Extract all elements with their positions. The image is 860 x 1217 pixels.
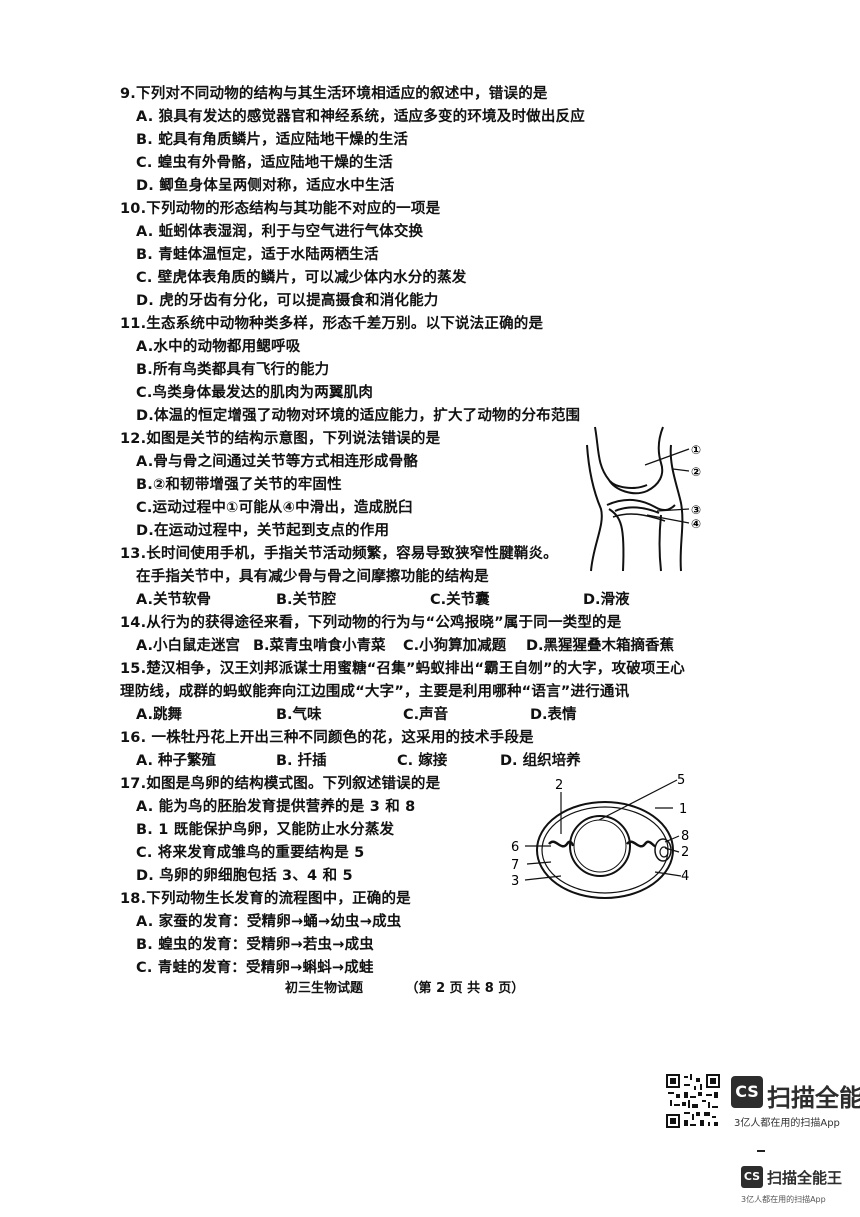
question-14-option-b: B.菜青虫啃食小青菜 xyxy=(253,638,386,654)
question-9-option-c: C. 蝗虫有外骨骼，适应陆地干燥的生活 xyxy=(136,155,393,171)
question-13-option-a: A.关节软骨 xyxy=(136,592,211,608)
question-15-option-c: C.声音 xyxy=(403,707,449,723)
question-12-option-b: B.②和韧带增强了关节的牢固性 xyxy=(136,477,342,493)
scanner-name-small: 扫描全能王 xyxy=(767,1169,843,1187)
camscanner-logo-small-icon: CS xyxy=(741,1166,763,1188)
question-16-stem: 16. 一株牡丹花上开出三种不同颜色的花，这采用的技术手段是 xyxy=(120,730,534,746)
egg-label-6: 6 xyxy=(511,840,519,855)
joint-diagram: ① ② ③ ④ xyxy=(586,426,701,572)
egg-label-2-top: 2 xyxy=(555,778,563,793)
egg-label-3: 3 xyxy=(511,874,519,889)
camscanner-logo-icon: CS xyxy=(731,1076,763,1108)
question-10-option-b: B. 青蛙体温恒定，适于水陆两栖生活 xyxy=(136,247,379,263)
question-10-option-c: C. 壁虎体表角质的鳞片，可以减少体内水分的蒸发 xyxy=(136,270,467,286)
question-14-stem: 14.从行为的获得途径来看，下列动物的行为与“公鸡报晓”属于同一类型的是 xyxy=(120,615,622,631)
question-9-option-b: B. 蛇具有角质鳞片，适应陆地干燥的生活 xyxy=(136,132,409,148)
question-16-option-c: C. 嫁接 xyxy=(397,753,448,769)
question-11-option-a: A.水中的动物都用鳃呼吸 xyxy=(136,339,301,355)
question-14-option-c: C.小狗算加减题 xyxy=(403,638,507,654)
question-9-stem: 9.下列对不同动物的结构与其生活环境相适应的叙述中，错误的是 xyxy=(120,86,548,102)
question-11-option-b: B.所有鸟类都具有飞行的能力 xyxy=(136,362,330,378)
question-15-option-b: B.气味 xyxy=(276,707,322,723)
question-9-option-a: A. 狼具有发达的感觉器官和神经系统，适应多变的环境及时做出反应 xyxy=(136,109,585,125)
egg-label-4: 4 xyxy=(681,869,689,884)
question-17-stem: 17.如图是鸟卵的结构模式图。下列叙述错误的是 xyxy=(120,776,441,792)
question-14-option-d: D.黑猩猩叠木箱摘香蕉 xyxy=(526,638,675,654)
question-14-option-a: A.小白鼠走迷宫 xyxy=(136,638,240,654)
question-11-option-d: D.体温的恒定增强了动物对环境的适应能力，扩大了动物的分布范围 xyxy=(136,408,581,424)
question-13-stem: 13.长时间使用手机，手指关节活动频繁，容易导致狭窄性腱鞘炎。 xyxy=(120,546,558,562)
scanner-tagline-large: 3亿人都在用的扫描App xyxy=(734,1118,840,1129)
question-13-stem-cont: 在手指关节中，具有减少骨与骨之间摩擦功能的结构是 xyxy=(136,569,489,585)
question-15-option-d: D.表情 xyxy=(530,707,577,723)
question-11-stem: 11.生态系统中动物种类多样，形态千差万别。以下说法正确的是 xyxy=(120,316,544,332)
joint-label-4: ④ xyxy=(691,517,701,531)
question-18-stem: 18.下列动物生长发育的流程图中，正确的是 xyxy=(120,891,411,907)
egg-label-7: 7 xyxy=(511,858,519,873)
question-17-option-b: B. 1 既能保护鸟卵，又能防止水分蒸发 xyxy=(136,822,395,838)
question-12-option-d: D.在运动过程中，关节起到支点的作用 xyxy=(136,523,390,539)
question-10-option-d: D. 虎的牙齿有分化，可以提高摄食和消化能力 xyxy=(136,293,439,309)
question-16-option-d: D. 组织培养 xyxy=(500,753,581,769)
question-13-option-d: D.滑液 xyxy=(583,592,630,608)
divider-mark xyxy=(757,1150,765,1152)
egg-label-2-right: 2 xyxy=(681,845,689,860)
question-16-option-a: A. 种子繁殖 xyxy=(136,753,217,769)
question-18-option-b: B. 蝗虫的发育：受精卵→若虫→成虫 xyxy=(136,937,375,953)
question-11-option-c: C.鸟类身体最发达的肌肉为两翼肌肉 xyxy=(136,385,374,401)
footer-page-number: （第 2 页 共 8 页） xyxy=(405,981,525,996)
footer-subject: 初三生物试题 xyxy=(285,981,364,996)
question-13-option-b: B.关节腔 xyxy=(276,592,337,608)
question-17-option-c: C. 将来发育成雏鸟的重要结构是 5 xyxy=(136,845,365,861)
question-16-option-b: B. 扦插 xyxy=(276,753,327,769)
egg-label-5: 5 xyxy=(677,773,685,788)
egg-diagram: 5 1 8 2 4 2 6 7 3 xyxy=(511,773,689,899)
scanner-name-large: 扫描全能王 xyxy=(767,1084,860,1112)
page-footer: 初三生物试题 （第 2 页 共 8 页） xyxy=(285,977,562,996)
question-17-option-d: D. 鸟卵的卵细胞包括 3、4 和 5 xyxy=(136,868,353,884)
egg-label-1: 1 xyxy=(679,802,687,817)
scanner-tagline-small: 3亿人都在用的扫描App xyxy=(741,1195,826,1204)
question-17-option-a: A. 能为鸟的胚胎发育提供营养的是 3 和 8 xyxy=(136,799,416,815)
question-15-stem-cont: 理防线，成群的蚂蚁能奔向江边围成“大字”，主要是利用哪种“语言”进行通讯 xyxy=(120,684,630,700)
question-12-option-c: C.运动过程中①可能从④中滑出，造成脱臼 xyxy=(136,500,413,516)
question-13-option-c: C.关节囊 xyxy=(430,592,490,608)
question-15-stem: 15.楚汉相争，汉王刘邦派谋士用蜜糖“召集”蚂蚁排出“霸王自刎”的大字，攻破项王… xyxy=(120,661,686,677)
question-18-option-a: A. 家蚕的发育：受精卵→蛹→幼虫→成虫 xyxy=(136,914,402,930)
question-12-option-a: A.骨与骨之间通过关节等方式相连形成骨骼 xyxy=(136,454,418,470)
joint-label-3: ③ xyxy=(691,503,701,517)
question-10-stem: 10.下列动物的形态结构与其功能不对应的一项是 xyxy=(120,201,441,217)
qr-code-icon xyxy=(666,1074,720,1128)
joint-label-2: ② xyxy=(691,465,701,479)
egg-label-8: 8 xyxy=(681,829,689,844)
question-10-option-a: A. 蚯蚓体表湿润，利于与空气进行气体交换 xyxy=(136,224,424,240)
joint-label-1: ① xyxy=(691,443,701,457)
question-18-option-c: C. 青蛙的发育：受精卵→蝌蚪→成蛙 xyxy=(136,960,374,976)
question-15-option-a: A.跳舞 xyxy=(136,707,182,723)
question-12-stem: 12.如图是关节的结构示意图，下列说法错误的是 xyxy=(120,431,441,447)
question-9-option-d: D. 鲫鱼身体呈两侧对称，适应水中生活 xyxy=(136,178,395,194)
